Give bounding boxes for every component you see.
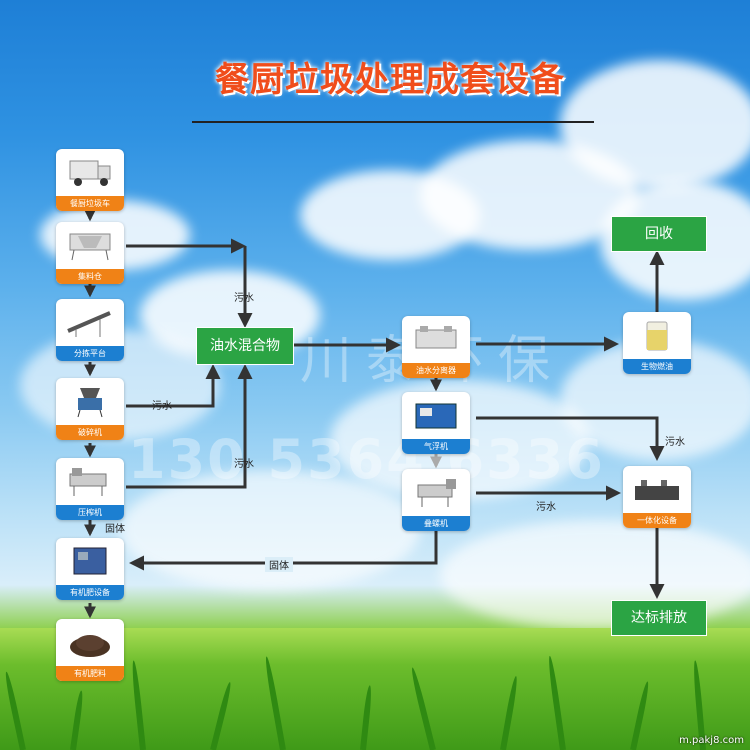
card-flotation: 气浮机 (402, 392, 470, 454)
press-icon (69, 468, 107, 496)
oil-jar-icon (646, 321, 668, 351)
card-label: 气浮机 (402, 439, 470, 454)
card-label: 有机肥设备 (56, 585, 124, 600)
card-label: 生物燃油 (623, 359, 691, 374)
card-label: 分拣平台 (56, 346, 124, 361)
flotation-icon (415, 403, 457, 429)
site-watermark: m.pakj8.com (679, 735, 744, 746)
card-crusher: 破碎机 (56, 378, 124, 440)
screw-press-icon (417, 479, 456, 507)
card-biofuel: 生物燃油 (623, 312, 691, 374)
title-underline (192, 121, 594, 123)
crusher-icon (77, 388, 103, 418)
card-integrated-unit: 一体化设备 (623, 466, 691, 528)
arrow-press-to-mix (126, 364, 253, 489)
card-oil-water-separator: 油水分离器 (402, 316, 470, 378)
arrow-crusher-to-mix (126, 364, 221, 408)
card-label: 餐厨垃圾车 (56, 196, 124, 211)
card-fertilizer-machine: 有机肥设备 (56, 538, 124, 600)
flow-label-wastewater: 污水 (234, 459, 254, 470)
separator-icon (415, 326, 457, 349)
card-screw-press: 叠螺机 (402, 469, 470, 531)
arrow-flotation-to-integrated (476, 416, 665, 461)
card-press: 压榨机 (56, 458, 124, 520)
card-garbage-truck: 餐厨垃圾车 (56, 149, 124, 211)
recycle-box: 回收 (611, 216, 707, 252)
grass-background (0, 628, 750, 750)
card-label: 叠螺机 (402, 516, 470, 531)
flow-label-wastewater: 污水 (536, 502, 556, 513)
card-label: 一体化设备 (623, 513, 691, 528)
watermark-phone: 130 5364 6336 (128, 428, 605, 491)
mixture-box: 油水混合物 (196, 327, 294, 365)
conveyor-icon (67, 311, 111, 337)
integrated-unit-icon (635, 480, 679, 500)
card-label: 破碎机 (56, 425, 124, 440)
hopper-icon (69, 233, 111, 261)
fertilizer-machine-icon (73, 547, 107, 575)
flow-label-solid: 固体 (265, 557, 293, 572)
card-sorting-platform: 分拣平台 (56, 299, 124, 361)
discharge-box: 达标排放 (611, 600, 707, 636)
flow-label-wastewater: 污水 (665, 437, 685, 448)
garbage-truck-icon (69, 160, 111, 186)
flow-label-solid: 固体 (105, 524, 125, 535)
compost-pile-icon (70, 635, 110, 657)
flow-label-wastewater: 污水 (152, 401, 172, 412)
page-title: 餐厨垃圾处理成套设备 (215, 60, 565, 100)
flow-label-wastewater: 污水 (234, 293, 254, 304)
card-compost: 有机肥料 (56, 619, 124, 681)
arrow-screwpress-to-fertilizer (129, 527, 438, 571)
card-hopper: 集料仓 (56, 222, 124, 284)
card-label: 有机肥料 (56, 666, 124, 681)
card-label: 油水分离器 (402, 363, 470, 378)
card-label: 压榨机 (56, 505, 124, 520)
card-label: 集料仓 (56, 269, 124, 284)
